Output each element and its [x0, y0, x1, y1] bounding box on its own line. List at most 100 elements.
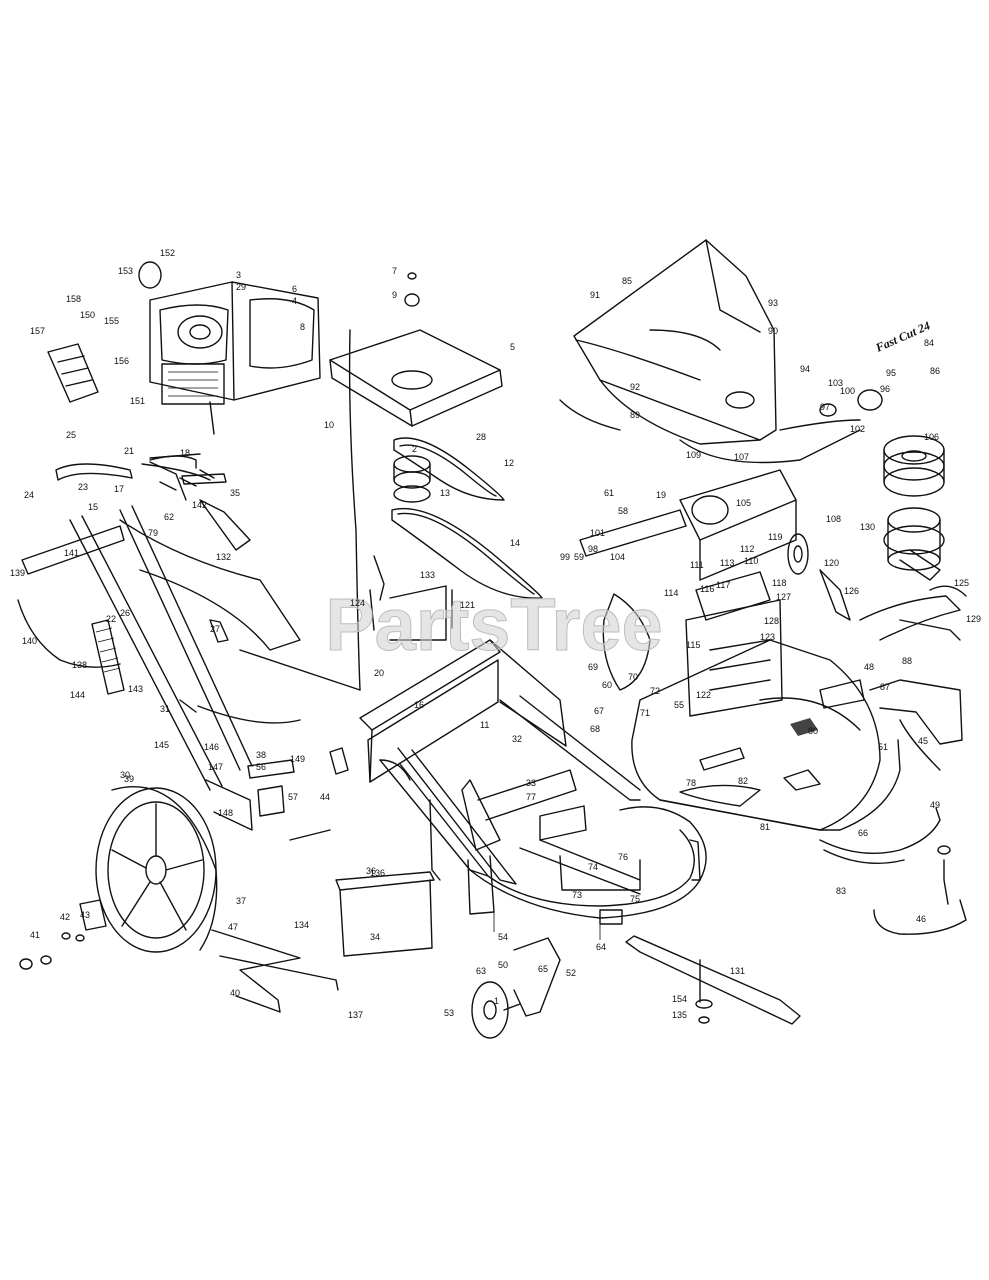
part-callout: 86 [930, 366, 940, 376]
part-callout: 12 [504, 458, 514, 468]
part-callout: 30 [120, 770, 130, 780]
part-callout: 18 [180, 448, 190, 458]
part-callout: 121 [460, 600, 475, 610]
part-callout: 101 [590, 528, 605, 538]
part-callout: 122 [696, 690, 711, 700]
part-callout: 120 [824, 558, 839, 568]
part-callout: 145 [154, 740, 169, 750]
part-callout: 114 [664, 588, 678, 598]
part-callout: 135 [672, 1010, 687, 1020]
part-callout: 21 [124, 446, 134, 456]
part-callout: 50 [498, 960, 508, 970]
part-callout: 54 [498, 932, 508, 942]
part-callout: 100 [840, 386, 855, 396]
part-callout: 82 [738, 776, 748, 786]
part-callout: 151 [130, 396, 145, 406]
part-callout: 93 [768, 298, 778, 308]
part-callout: 6 [292, 284, 297, 294]
part-callout: 19 [656, 490, 666, 500]
part-callout: 49 [930, 800, 940, 810]
part-callout: 48 [864, 662, 874, 672]
part-callout: 14 [510, 538, 520, 548]
part-callout: 72 [650, 686, 660, 696]
part-callout: 127 [776, 592, 791, 602]
part-callout: 29 [236, 282, 246, 292]
blade-icon [625, 935, 801, 1025]
part-callout: 55 [674, 700, 684, 710]
part-callout: 157 [30, 326, 45, 336]
part-callout: 7 [392, 266, 397, 276]
part-callout: 90 [768, 326, 778, 336]
part-callout: 106 [924, 432, 939, 442]
part-callout: 57 [288, 792, 298, 802]
part-callout: 88 [902, 656, 912, 666]
part-callout: 34 [370, 932, 380, 942]
callouts: 152 153 3 29 6 4 8 158 150 155 157 156 1… [10, 248, 981, 1020]
part-callout: 128 [764, 616, 779, 626]
part-callout: 45 [918, 736, 928, 746]
part-callout: 32 [512, 734, 522, 744]
part-callout: 123 [760, 632, 775, 642]
cover-icon [559, 239, 861, 464]
part-callout: 130 [860, 522, 875, 532]
part-callout: 117 [716, 580, 730, 590]
part-callout: 38 [256, 750, 266, 760]
part-callout: 13 [440, 488, 450, 498]
part-callout: 44 [320, 792, 330, 802]
part-callout: 148 [218, 808, 233, 818]
engine-icon [138, 261, 321, 435]
part-callout: 8 [300, 322, 305, 332]
part-callout: 84 [924, 338, 934, 348]
part-callout: 83 [836, 886, 846, 896]
part-callout: 156 [114, 356, 129, 366]
part-callout: 28 [476, 432, 486, 442]
part-callout: 71 [640, 708, 650, 718]
part-callout: 65 [538, 964, 548, 974]
part-callout: 63 [476, 966, 486, 976]
part-callout: 53 [444, 1008, 454, 1018]
part-callout: 61 [604, 488, 614, 498]
part-callout: 115 [686, 640, 700, 650]
part-callout: 24 [24, 490, 34, 500]
part-callout: 79 [148, 528, 158, 538]
part-callout: 108 [826, 514, 841, 524]
part-callout: 36 [366, 866, 376, 876]
part-callout: 104 [610, 552, 625, 562]
part-callout: 46 [916, 914, 926, 924]
part-callout: 110 [744, 556, 758, 566]
part-callout: 59 [574, 552, 584, 562]
part-callout: 107 [734, 452, 749, 462]
part-callout: 155 [104, 316, 119, 326]
part-callout: 66 [858, 828, 868, 838]
part-callout: 27 [210, 624, 220, 634]
part-callout: 87 [880, 682, 890, 692]
part-callout: 153 [118, 266, 133, 276]
part-callout: 96 [880, 384, 890, 394]
part-callout: 5 [510, 342, 515, 352]
part-callout: 26 [120, 608, 130, 618]
part-callout: 80 [808, 726, 818, 736]
handle-icon [17, 343, 361, 791]
part-callout: 17 [114, 484, 124, 494]
part-callout: 141 [64, 548, 79, 558]
part-callout: 146 [204, 742, 219, 752]
part-callout: 4 [292, 296, 297, 306]
part-callout: 56 [256, 762, 266, 772]
part-callout: 109 [686, 450, 701, 460]
part-callout: 125 [954, 578, 969, 588]
part-callout: 81 [760, 822, 770, 832]
part-callout: 91 [590, 290, 600, 300]
part-callout: 85 [622, 276, 632, 286]
part-callout: 154 [672, 994, 687, 1004]
part-callout: 42 [60, 912, 70, 922]
part-callout: 74 [588, 862, 598, 872]
part-callout: 137 [348, 1010, 363, 1020]
part-callout: 76 [618, 852, 628, 862]
part-callout: 129 [966, 614, 981, 624]
part-callout: 98 [588, 544, 598, 554]
part-callout: 133 [420, 570, 435, 580]
part-callout: 35 [230, 488, 240, 498]
part-callout: 77 [526, 792, 536, 802]
part-callout: 103 [828, 378, 843, 388]
